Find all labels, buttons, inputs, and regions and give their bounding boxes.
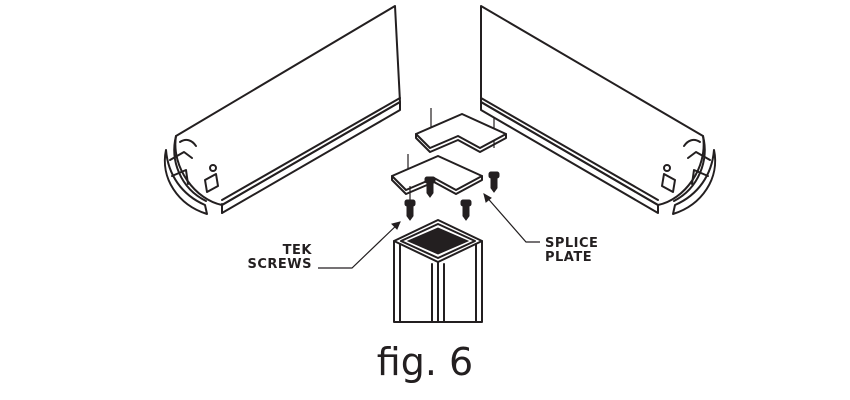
splice-plate-label: SPLICE PLATE xyxy=(545,237,625,265)
tek-screws-leader xyxy=(318,221,401,269)
left-handrail xyxy=(163,5,401,215)
tek-screw-2 xyxy=(488,171,500,193)
splice-plate-upper xyxy=(415,108,507,153)
splice-plate-label-line2: PLATE xyxy=(545,250,593,265)
tek-screws-label-line1: TEK xyxy=(282,243,312,258)
tek-screw-1 xyxy=(424,176,436,198)
splice-plate-label-line1: SPLICE xyxy=(545,236,599,251)
right-handrail xyxy=(480,5,717,215)
square-post xyxy=(393,219,483,323)
splice-plate-lower xyxy=(391,154,483,195)
tek-screw-3 xyxy=(404,186,416,221)
tek-screw-4 xyxy=(460,199,472,221)
figure-caption: fig. 6 xyxy=(376,340,474,384)
tek-screws-label: TEK SCREWS xyxy=(246,244,312,272)
tek-screws-label-line2: SCREWS xyxy=(247,257,312,272)
splice-plate-leader xyxy=(483,192,540,243)
